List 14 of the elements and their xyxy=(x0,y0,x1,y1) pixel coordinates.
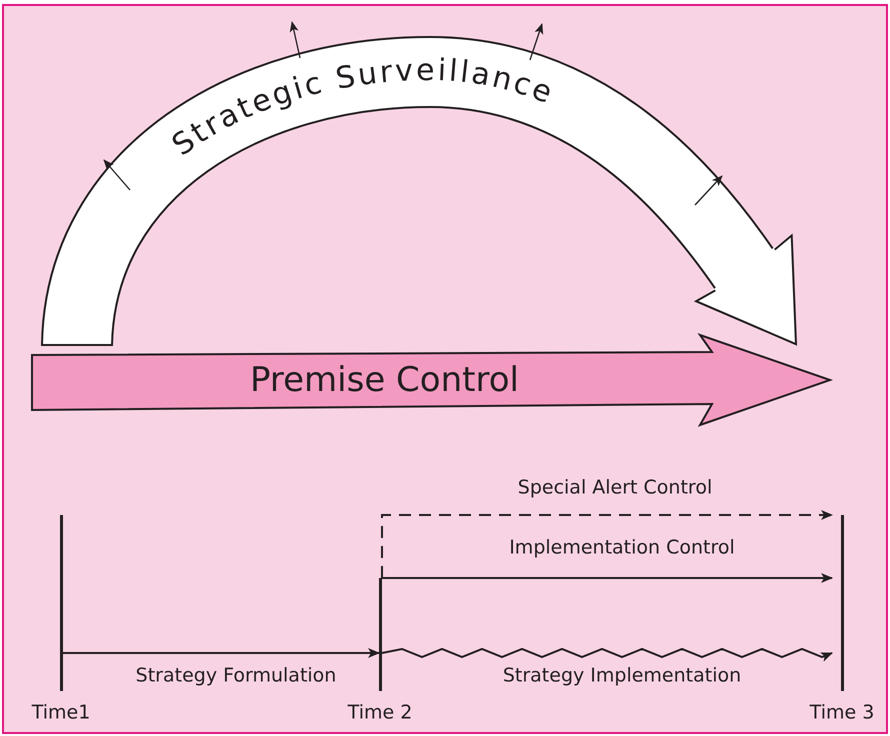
arrow xyxy=(63,648,380,658)
arrow xyxy=(382,573,833,583)
edge-label: Strategy Implementation xyxy=(502,666,742,686)
time-label: Time 2 xyxy=(348,702,412,724)
time-label: Time 3 xyxy=(810,702,874,724)
straight-arrow xyxy=(30,333,832,428)
arrow-label: Premise Control xyxy=(250,360,519,400)
arrow xyxy=(382,648,833,662)
curved-arrow xyxy=(41,36,798,349)
edge-label: Implementation Control xyxy=(509,538,735,558)
arrow xyxy=(381,510,833,578)
time-label: Time1 xyxy=(32,702,90,724)
edge-label: Special Alert Control xyxy=(518,478,712,498)
edge-label: Strategy Formulation xyxy=(136,666,336,686)
